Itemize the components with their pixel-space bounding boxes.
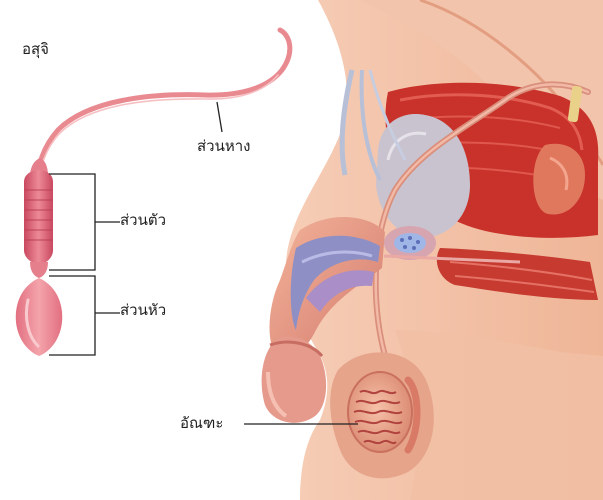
sperm-midpiece xyxy=(24,170,53,264)
sperm-title-label: อสุจิ xyxy=(22,40,49,58)
sperm-head xyxy=(16,278,63,356)
scrotum-testis xyxy=(330,352,434,478)
testis-label: อัณฑะ xyxy=(180,414,223,432)
sperm-head-label: ส่วนหัว xyxy=(120,301,166,319)
sperm-midpiece-label: ส่วนตัว xyxy=(120,211,166,229)
sperm-tail-label: ส่วนหาง xyxy=(197,137,250,155)
